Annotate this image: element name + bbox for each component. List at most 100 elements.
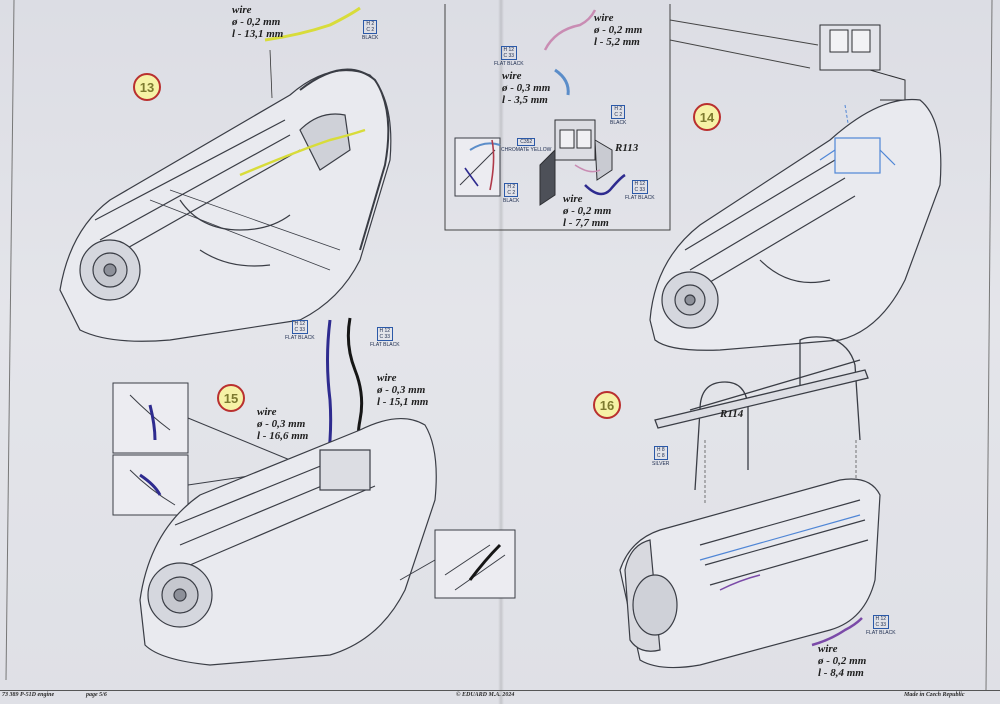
wire-15-inset-black: [468, 543, 502, 581]
paint-code-line: H 12: [875, 616, 887, 622]
wire-title: wire: [594, 12, 614, 24]
paint-code-line: C352: [520, 139, 533, 145]
step-number: 14: [699, 109, 715, 125]
wire-sample-14-blue: [554, 68, 570, 96]
paint-color-name: CHROMATE YELLOW: [501, 147, 552, 153]
wire-spec-15a: wire ø - 0,3 mm l - 16,6 mm: [257, 406, 308, 442]
paint-code-line: H 12: [294, 321, 306, 327]
wire-sample-16: [811, 617, 863, 647]
engine-drawing-step-13: [59, 68, 392, 342]
paint-code-line: C 2: [507, 190, 516, 196]
paint-code-line: C 2: [614, 112, 623, 118]
paint-code-14c: C352 CHROMATE YELLOW: [501, 138, 551, 153]
wire-spec-16: wire ø - 0,2 mm l - 8,4 mm: [818, 643, 866, 679]
paint-code-line: H 2: [507, 184, 516, 190]
paint-code-line: H 12: [634, 181, 646, 187]
wire-title: wire: [257, 406, 277, 418]
r113-bracket: [539, 119, 613, 206]
wire-spec-15b: wire ø - 0,3 mm l - 15,1 mm: [377, 372, 428, 408]
wire-length: l - 13,1 mm: [232, 28, 284, 40]
wire-spec-14c: wire ø - 0,2 mm l - 7,7 mm: [563, 193, 611, 229]
highlight-14: [819, 137, 896, 174]
part-label-r114: R114: [720, 408, 744, 420]
wire-title: wire: [818, 643, 838, 655]
wire-16-purple-on-engine: [719, 574, 761, 591]
wire-14-inset-darkblue: [464, 167, 479, 187]
paint-color-name: BLACK: [610, 120, 627, 126]
paint-code-line: H 8: [656, 447, 665, 453]
wire-length: l - 7,7 mm: [563, 217, 609, 229]
wire-15-inset-1: [148, 404, 157, 441]
highlight-16: [699, 514, 861, 561]
paint-color-name: FLAT BLACK: [285, 335, 315, 341]
paint-code-line: H 12: [379, 328, 391, 334]
inset-detail-15: [112, 382, 291, 516]
wire-diameter: ø - 0,3 mm: [502, 82, 551, 94]
footer: 73 389 P-51D engine page 5/6 © EDUARD M.…: [0, 686, 1000, 704]
center-fold: [498, 0, 504, 704]
wire-diameter: ø - 0,2 mm: [594, 24, 643, 36]
paint-code-line: H 2: [366, 21, 375, 27]
inset-detail-15-right: [399, 529, 516, 599]
step-badge-13: 13: [133, 73, 161, 101]
step-number: 15: [223, 390, 239, 406]
wire-length: l - 3,5 mm: [502, 94, 548, 106]
engine-drawing-step-14: [649, 98, 942, 351]
leader-13: [269, 49, 273, 99]
step-badge-16: 16: [593, 391, 621, 419]
paint-code-line: H 2: [614, 106, 623, 112]
footer-rule: [0, 690, 1000, 691]
paint-color-name: FLAT BLACK: [370, 342, 400, 348]
wire-length: l - 8,4 mm: [818, 667, 864, 679]
footer-kit-title: 73 389 P-51D engine: [2, 692, 55, 698]
wire-15-inset-2: [139, 473, 162, 496]
step-number: 13: [139, 79, 155, 95]
wire-step-13-yellow: [239, 128, 366, 177]
wire-length: l - 16,6 mm: [257, 430, 309, 442]
bracket-part-14: [819, 24, 906, 101]
paint-color-name: BLACK: [362, 35, 379, 41]
paint-code-line: C 33: [875, 622, 887, 628]
wire-diameter: ø - 0,2 mm: [232, 16, 281, 28]
paint-code-line: C 33: [503, 53, 515, 59]
frame-parts-16: [654, 336, 869, 491]
paint-code-line: C 33: [294, 327, 306, 333]
wire-diameter: ø - 0,3 mm: [377, 384, 426, 396]
wire-title: wire: [502, 70, 522, 82]
paint-code-line: C 33: [379, 334, 391, 340]
paint-color-name: FLAT BLACK: [625, 195, 655, 201]
wire-sample-13: [264, 6, 361, 42]
wire-14-on-bracket: [574, 164, 601, 173]
wire-14-inset-blue: [469, 142, 501, 151]
wire-spec-14a: wire ø - 0,2 mm l - 5,2 mm: [594, 12, 642, 48]
wire-title: wire: [232, 4, 252, 16]
wire-spec-14b: wire ø - 0,3 mm l - 3,5 mm: [502, 70, 550, 106]
paint-color-name: BLACK: [503, 198, 520, 204]
wire-title: wire: [563, 193, 583, 205]
step-badge-14: 14: [693, 103, 721, 131]
footer-page-number: page 5/6: [86, 692, 107, 698]
wire-diameter: ø - 0,2 mm: [563, 205, 612, 217]
paint-color-name: FLAT BLACK: [494, 61, 524, 67]
sheet-border-left: [5, 0, 15, 681]
paint-code-line: C 8: [656, 453, 665, 459]
wire-14-inset-red: [489, 139, 495, 191]
engine-drawing-step-16: [619, 478, 881, 669]
wire-diameter: ø - 0,2 mm: [818, 655, 867, 667]
paint-code-line: C 2: [366, 27, 375, 33]
step-badge-15: 15: [217, 384, 245, 412]
step-number: 16: [599, 397, 615, 413]
paint-color-name: FLAT BLACK: [866, 630, 896, 636]
paint-code-line: H 12: [503, 47, 515, 53]
sheet-border-right: [985, 0, 993, 691]
paint-code-line: C 33: [634, 187, 646, 193]
engine-drawing-step-15: [139, 417, 437, 666]
wire-spec-13: wire ø - 0,2 mm l - 13,1 mm: [232, 4, 283, 40]
